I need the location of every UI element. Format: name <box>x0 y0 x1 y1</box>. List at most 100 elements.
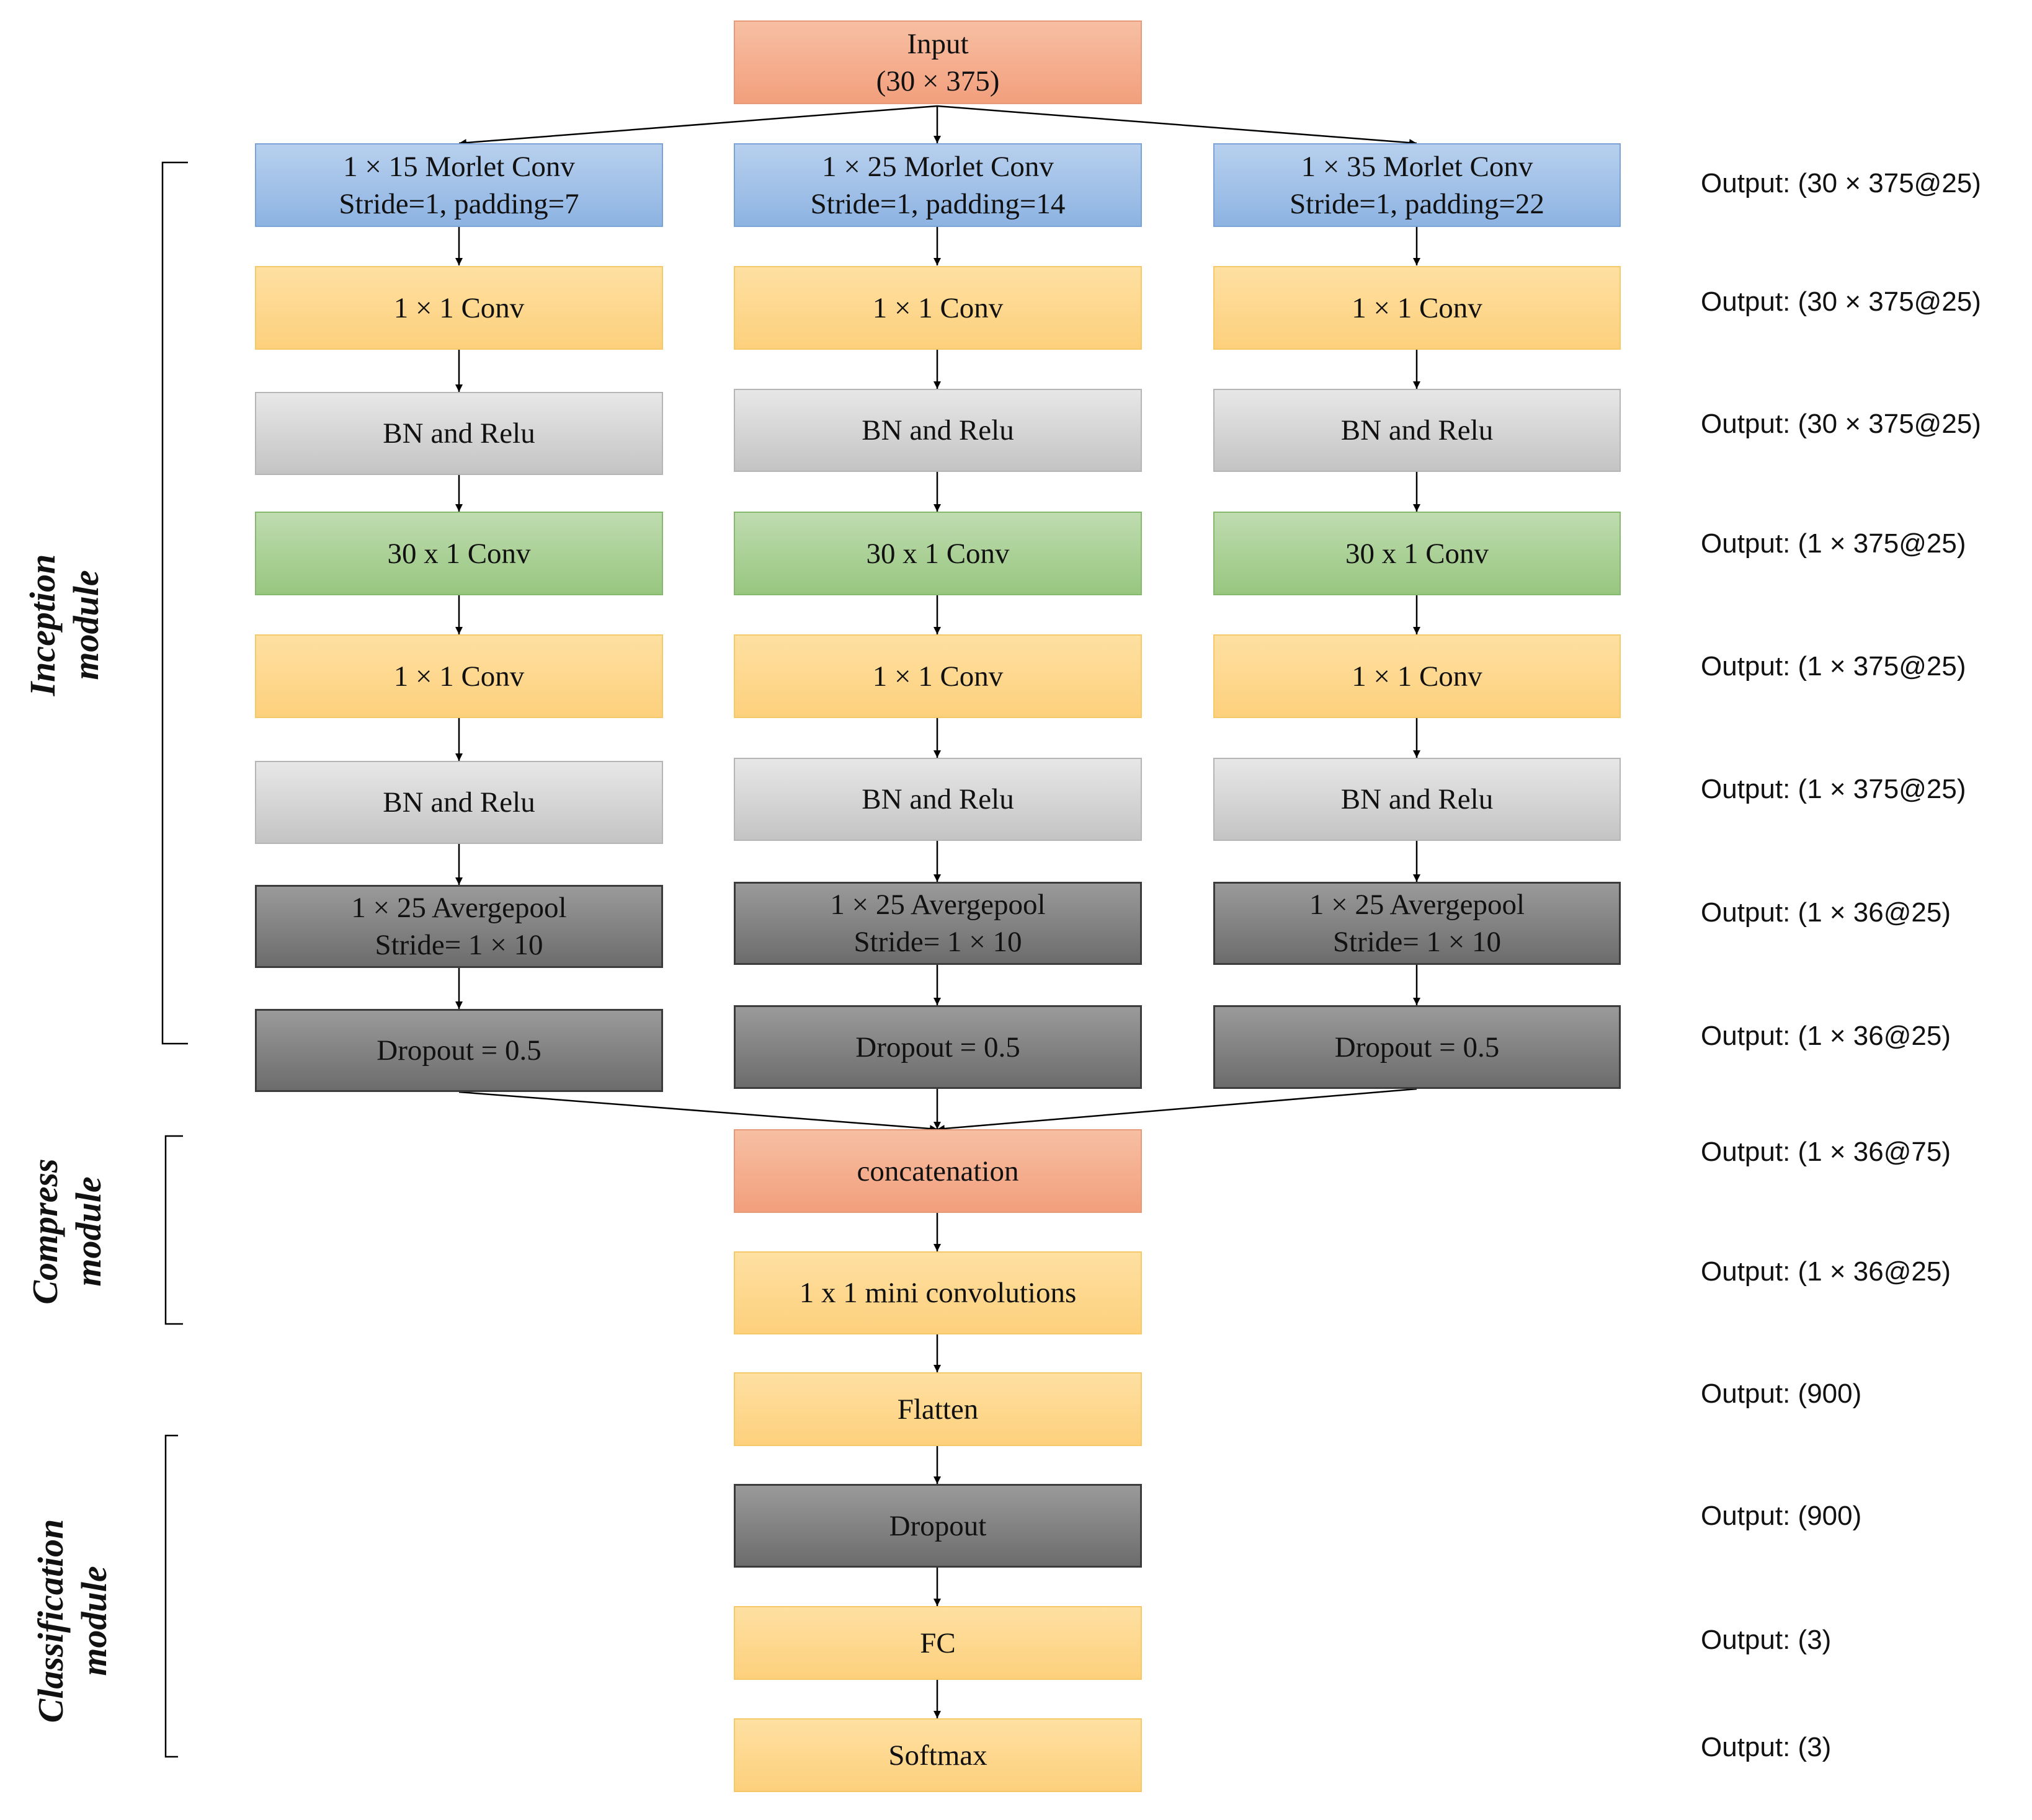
branch2-conv30x1-label: 30 x 1 Conv <box>866 537 1010 570</box>
output-shape-label: Output: (1 × 375@25) <box>1701 774 1966 804</box>
output-shape-label: Output: (900) <box>1701 1501 1862 1531</box>
output-shape-label: Output: (900) <box>1701 1378 1862 1409</box>
output-shape-label: Output: (1 × 36@25) <box>1701 1256 1951 1287</box>
compress-bracket <box>164 1135 183 1325</box>
branch3-bn-relu-b-label: BN and Relu <box>1340 783 1494 815</box>
inception-bracket <box>161 161 188 1045</box>
concatenation-node: concatenation <box>734 1129 1142 1213</box>
inception-module-label: Inception module <box>21 554 108 696</box>
branch1-bn-relu-a-label: BN and Relu <box>383 417 535 450</box>
output-shape-label: Output: (30 × 375@25) <box>1701 409 1981 439</box>
classification-bracket <box>164 1434 178 1758</box>
arrow-b3-to-concat <box>937 1088 1417 1132</box>
branch1-morlet-label: 1 × 15 Morlet Conv <box>343 150 575 183</box>
concatenation-label: concatenation <box>857 1155 1019 1187</box>
branch1-conv30x1-label: 30 x 1 Conv <box>387 537 531 570</box>
branch3-conv1x1-a: 1 × 1 Conv <box>1213 266 1621 350</box>
branch3-bn-relu-b: BN and Relu <box>1213 758 1621 841</box>
branch3-conv30x1-label: 30 x 1 Conv <box>1345 537 1489 570</box>
compress-module-line1: Compress <box>25 1158 65 1305</box>
branch2-dropout: Dropout = 0.5 <box>734 1005 1142 1089</box>
classification-module-line1: Classification <box>30 1519 71 1723</box>
branch1-conv1x1-b: 1 × 1 Conv <box>255 634 663 718</box>
branch3-conv1x1-b-label: 1 × 1 Conv <box>1352 660 1482 693</box>
branch1-bn-relu-b-label: BN and Relu <box>383 786 535 819</box>
output-shape-label: Output: (1 × 375@25) <box>1701 528 1966 559</box>
branch1-avgpool: 1 × 25 Avergepool Stride= 1 × 10 <box>255 885 663 968</box>
branch2-bn-relu-b: BN and Relu <box>734 758 1142 841</box>
fc-node: FC <box>734 1606 1142 1680</box>
classification-module-line2: module <box>74 1566 114 1676</box>
branch1-morlet-conv: 1 × 15 Morlet Conv Stride=1, padding=7 <box>255 143 663 227</box>
branch3-dropout: Dropout = 0.5 <box>1213 1005 1621 1089</box>
output-shape-label: Output: (3) <box>1701 1625 1832 1655</box>
softmax-label: Softmax <box>888 1739 987 1772</box>
branch3-morlet-conv: 1 × 35 Morlet Conv Stride=1, padding=22 <box>1213 143 1621 227</box>
branch2-morlet-params: Stride=1, padding=14 <box>810 187 1066 220</box>
classification-module-label: Classification module <box>29 1519 116 1723</box>
branch1-dropout-label: Dropout = 0.5 <box>377 1034 541 1067</box>
input-node: Input (30 × 375) <box>734 20 1142 104</box>
branch3-bn-relu-a: BN and Relu <box>1213 389 1621 472</box>
branch2-avgpool: 1 × 25 Avergepool Stride= 1 × 10 <box>734 882 1142 965</box>
output-shape-label: Output: (1 × 375@25) <box>1701 651 1966 681</box>
branch2-bn-relu-a-label: BN and Relu <box>862 414 1014 446</box>
branch1-morlet-params: Stride=1, padding=7 <box>339 187 579 220</box>
branch2-avgpool-label: 1 × 25 Avergepool <box>830 889 1046 921</box>
flatten-label: Flatten <box>897 1393 979 1426</box>
branch2-morlet-label: 1 × 25 Morlet Conv <box>822 150 1054 183</box>
inception-module-line1: Inception <box>22 554 63 696</box>
output-shape-label: Output: (1 × 36@25) <box>1701 897 1951 928</box>
branch1-bn-relu-a: BN and Relu <box>255 392 663 475</box>
softmax-node: Softmax <box>734 1718 1142 1792</box>
classifier-dropout-label: Dropout <box>889 1509 987 1542</box>
branch3-conv1x1-b: 1 × 1 Conv <box>1213 634 1621 718</box>
branch3-morlet-params: Stride=1, padding=22 <box>1290 187 1544 220</box>
branch3-dropout-label: Dropout = 0.5 <box>1334 1031 1500 1063</box>
branch3-bn-relu-a-label: BN and Relu <box>1340 414 1494 446</box>
fc-label: FC <box>920 1627 956 1659</box>
flatten-node: Flatten <box>734 1372 1142 1446</box>
branch3-conv1x1-a-label: 1 × 1 Conv <box>1352 291 1482 324</box>
branch1-avgpool-stride: Stride= 1 × 10 <box>375 929 543 961</box>
branch2-conv30x1: 30 x 1 Conv <box>734 512 1142 595</box>
branch1-dropout: Dropout = 0.5 <box>255 1009 663 1092</box>
branch1-conv1x1-b-label: 1 × 1 Conv <box>393 660 525 693</box>
branch3-avgpool-stride: Stride= 1 × 10 <box>1332 926 1502 958</box>
classifier-dropout-node: Dropout <box>734 1484 1142 1568</box>
compress-module-label: Compress module <box>24 1158 110 1304</box>
branch1-conv1x1-a-label: 1 × 1 Conv <box>393 291 525 324</box>
branch2-conv1x1-a-label: 1 × 1 Conv <box>872 291 1004 324</box>
branch2-bn-relu-a: BN and Relu <box>734 389 1142 472</box>
branch1-conv1x1-a: 1 × 1 Conv <box>255 266 663 350</box>
output-shape-label: Output: (3) <box>1701 1732 1832 1762</box>
input-shape: (30 × 375) <box>876 64 1000 97</box>
inception-module-line2: module <box>66 570 106 680</box>
branch2-bn-relu-b-label: BN and Relu <box>862 783 1014 815</box>
compress-module-line2: module <box>68 1176 109 1287</box>
branch1-avgpool-label: 1 × 25 Avergepool <box>351 892 567 924</box>
arrow-input-to-branch1 <box>458 105 938 147</box>
branch1-bn-relu-b: BN and Relu <box>255 761 663 844</box>
mini-convolutions-label: 1 x 1 mini convolutions <box>799 1277 1077 1309</box>
branch2-conv1x1-a: 1 × 1 Conv <box>734 266 1142 350</box>
branch2-avgpool-stride: Stride= 1 × 10 <box>853 926 1022 958</box>
branch2-dropout-label: Dropout = 0.5 <box>855 1031 1020 1063</box>
output-shape-label: Output: (1 × 36@75) <box>1701 1137 1951 1167</box>
branch2-conv1x1-b-label: 1 × 1 Conv <box>872 660 1004 693</box>
input-label: Input <box>907 27 969 60</box>
branch2-conv1x1-b: 1 × 1 Conv <box>734 634 1142 718</box>
branch3-morlet-label: 1 × 35 Morlet Conv <box>1301 150 1533 183</box>
branch3-avgpool-label: 1 × 25 Avergepool <box>1309 889 1525 921</box>
mini-convolutions-node: 1 x 1 mini convolutions <box>734 1251 1142 1334</box>
arrow-b1-to-concat <box>458 1091 938 1133</box>
branch2-morlet-conv: 1 × 25 Morlet Conv Stride=1, padding=14 <box>734 143 1142 227</box>
arrow-input-to-branch3 <box>937 105 1417 147</box>
output-shape-label: Output: (30 × 375@25) <box>1701 168 1981 198</box>
branch1-conv30x1: 30 x 1 Conv <box>255 512 663 595</box>
output-shape-label: Output: (1 × 36@25) <box>1701 1021 1951 1051</box>
output-shape-label: Output: (30 × 375@25) <box>1701 286 1981 317</box>
branch3-conv30x1: 30 x 1 Conv <box>1213 512 1621 595</box>
